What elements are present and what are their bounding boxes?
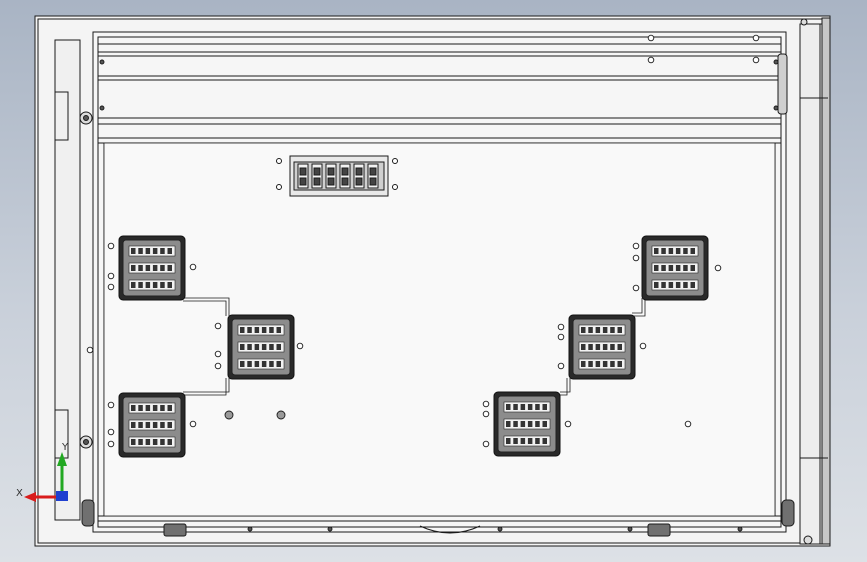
mounting-hole	[189, 263, 197, 271]
mounting-hole	[296, 342, 304, 350]
rail-stud	[627, 526, 633, 532]
mounting-hole	[189, 420, 197, 428]
mounting-hole	[647, 56, 655, 64]
relay-module	[118, 235, 186, 301]
terminal-pole	[297, 163, 309, 189]
mounting-hole	[647, 34, 655, 42]
hinge-screws	[79, 18, 813, 545]
cable-gland-hole	[224, 410, 234, 420]
rail-stud	[99, 105, 105, 111]
mounting-hole	[214, 350, 222, 358]
mounting-hole	[632, 254, 640, 262]
cabinet-feet	[163, 523, 671, 537]
mounting-hole	[557, 362, 565, 370]
relay-module	[493, 391, 561, 457]
cable-gland-hole	[276, 410, 286, 420]
mounting-hole	[564, 420, 572, 428]
mounting-hole	[632, 284, 640, 292]
mounting-hole	[752, 34, 760, 42]
x-axis-label: X	[16, 488, 23, 499]
terminal-pole	[325, 163, 337, 189]
mounting-hole	[714, 264, 722, 272]
mounting-hole	[557, 323, 565, 331]
mounting-hole	[107, 272, 115, 280]
mounting-holes	[86, 34, 779, 532]
rail-stud	[497, 526, 503, 532]
mounting-hole	[107, 440, 115, 448]
coordinate-triad: X Y	[16, 442, 69, 502]
mounting-hole	[107, 283, 115, 291]
relay-module	[227, 314, 295, 380]
mounting-hole	[482, 440, 490, 448]
mounting-hole	[684, 420, 692, 428]
mounting-hole	[86, 346, 94, 354]
mounting-plate	[103, 142, 776, 517]
mounting-hole	[107, 428, 115, 436]
mounting-hole	[214, 322, 222, 330]
mounting-hole	[752, 56, 760, 64]
mounting-hole	[107, 401, 115, 409]
rail-stud	[737, 526, 743, 532]
rail-stud	[327, 526, 333, 532]
mounting-hole	[482, 400, 490, 408]
rail-stud	[99, 59, 105, 65]
mounting-hole	[639, 342, 647, 350]
terminal-pole	[367, 163, 379, 189]
rail-stud	[773, 105, 779, 111]
mounting-hole	[214, 362, 222, 370]
mounting-hole	[632, 242, 640, 250]
relay-module	[641, 235, 709, 301]
rail-stud	[247, 526, 253, 532]
terminal-pole	[339, 163, 351, 189]
relay-modules	[118, 235, 709, 458]
relay-module	[118, 392, 186, 458]
mounting-hole	[107, 242, 115, 250]
y-axis-label: Y	[61, 442, 69, 453]
terminal-pole	[311, 163, 323, 189]
mounting-hole	[482, 410, 490, 418]
wiring	[183, 297, 646, 396]
relay-module	[568, 314, 636, 380]
mounting-hole	[557, 333, 565, 341]
terminal-pole	[353, 163, 365, 189]
terminal-strip	[276, 155, 398, 197]
rail-stud	[773, 59, 779, 65]
